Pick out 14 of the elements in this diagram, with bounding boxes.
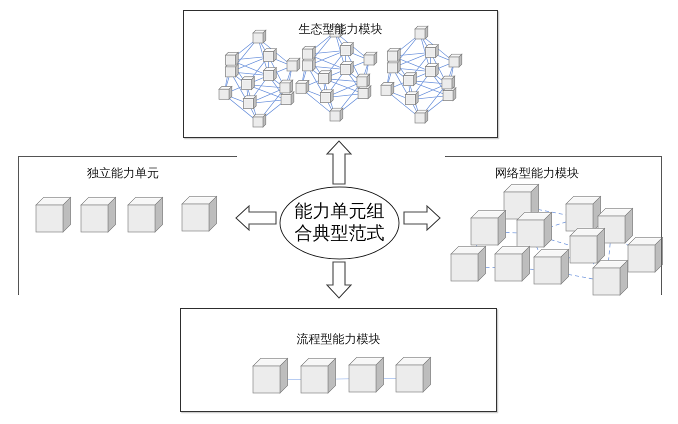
panel (18, 156, 237, 295)
panel (445, 156, 662, 295)
panel-title: 独立能力单元 (87, 165, 159, 182)
center-label: 能力单元组合典型范式 (294, 200, 386, 246)
block-arrow (235, 204, 277, 232)
panel (180, 308, 497, 412)
center-ellipse (279, 186, 400, 260)
panel-title: 流程型能力模块 (296, 331, 382, 348)
block-arrow (326, 261, 352, 299)
panel (183, 10, 498, 138)
block-arrow (403, 204, 441, 232)
panel-title: 生态型能力模块 (298, 21, 384, 38)
block-arrow (326, 140, 352, 185)
panel-title: 网络型能力模块 (495, 165, 579, 182)
